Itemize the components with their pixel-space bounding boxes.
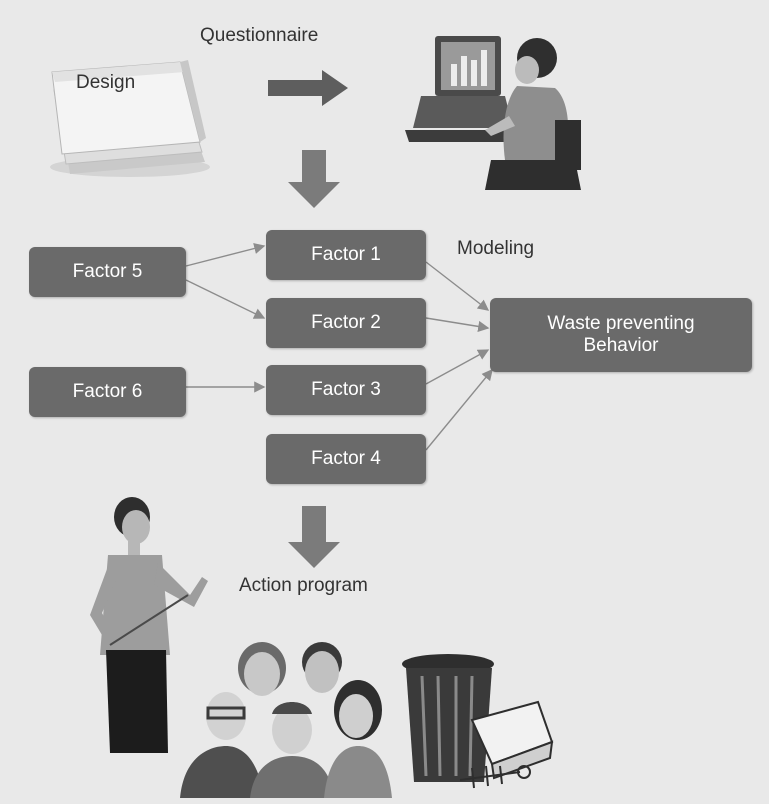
connector-f5-f1 <box>185 243 266 267</box>
design-to-questionnaire-arrow <box>268 70 348 106</box>
action-program-label: Action program <box>239 575 368 596</box>
trash-can-icon <box>402 654 554 789</box>
factor-3-label: Factor 3 <box>311 379 381 400</box>
target-line-2: Behavior <box>583 335 659 356</box>
factor-2-label: Factor 2 <box>311 312 381 333</box>
notepad-icon <box>50 60 210 177</box>
factor-2-box: Factor 2 <box>266 298 426 348</box>
factor-1-label: Factor 1 <box>311 244 381 265</box>
design-label: Design <box>76 72 136 93</box>
factor-1-box: Factor 1 <box>266 230 426 280</box>
factor-5-box: Factor 5 <box>29 247 186 297</box>
computer-user-icon <box>405 36 581 190</box>
factor-4-label: Factor 4 <box>311 448 381 469</box>
presenter-woman-icon <box>90 497 208 753</box>
connector-f2-target <box>425 317 490 332</box>
questionnaire-label: Questionnaire <box>200 25 319 46</box>
modeling-label: Modeling <box>457 238 535 259</box>
people-group-icon <box>180 642 392 798</box>
down-arrow-top <box>288 150 340 208</box>
factor-6-label: Factor 6 <box>72 381 143 402</box>
connector-f1-target <box>425 261 490 311</box>
down-arrow-bottom <box>288 506 340 568</box>
connector-f3-target <box>425 349 490 385</box>
target-line-1: Waste preventing <box>547 313 695 334</box>
factor-4-box: Factor 4 <box>266 434 426 484</box>
connector-f4-target <box>425 368 493 451</box>
factor-6-box: Factor 6 <box>29 367 186 417</box>
factor-5-label: Factor 5 <box>72 261 143 282</box>
waste-preventing-behavior-box: Waste preventing Behavior <box>490 298 752 372</box>
connector-f5-f2 <box>185 279 266 319</box>
factor-3-box: Factor 3 <box>266 365 426 415</box>
